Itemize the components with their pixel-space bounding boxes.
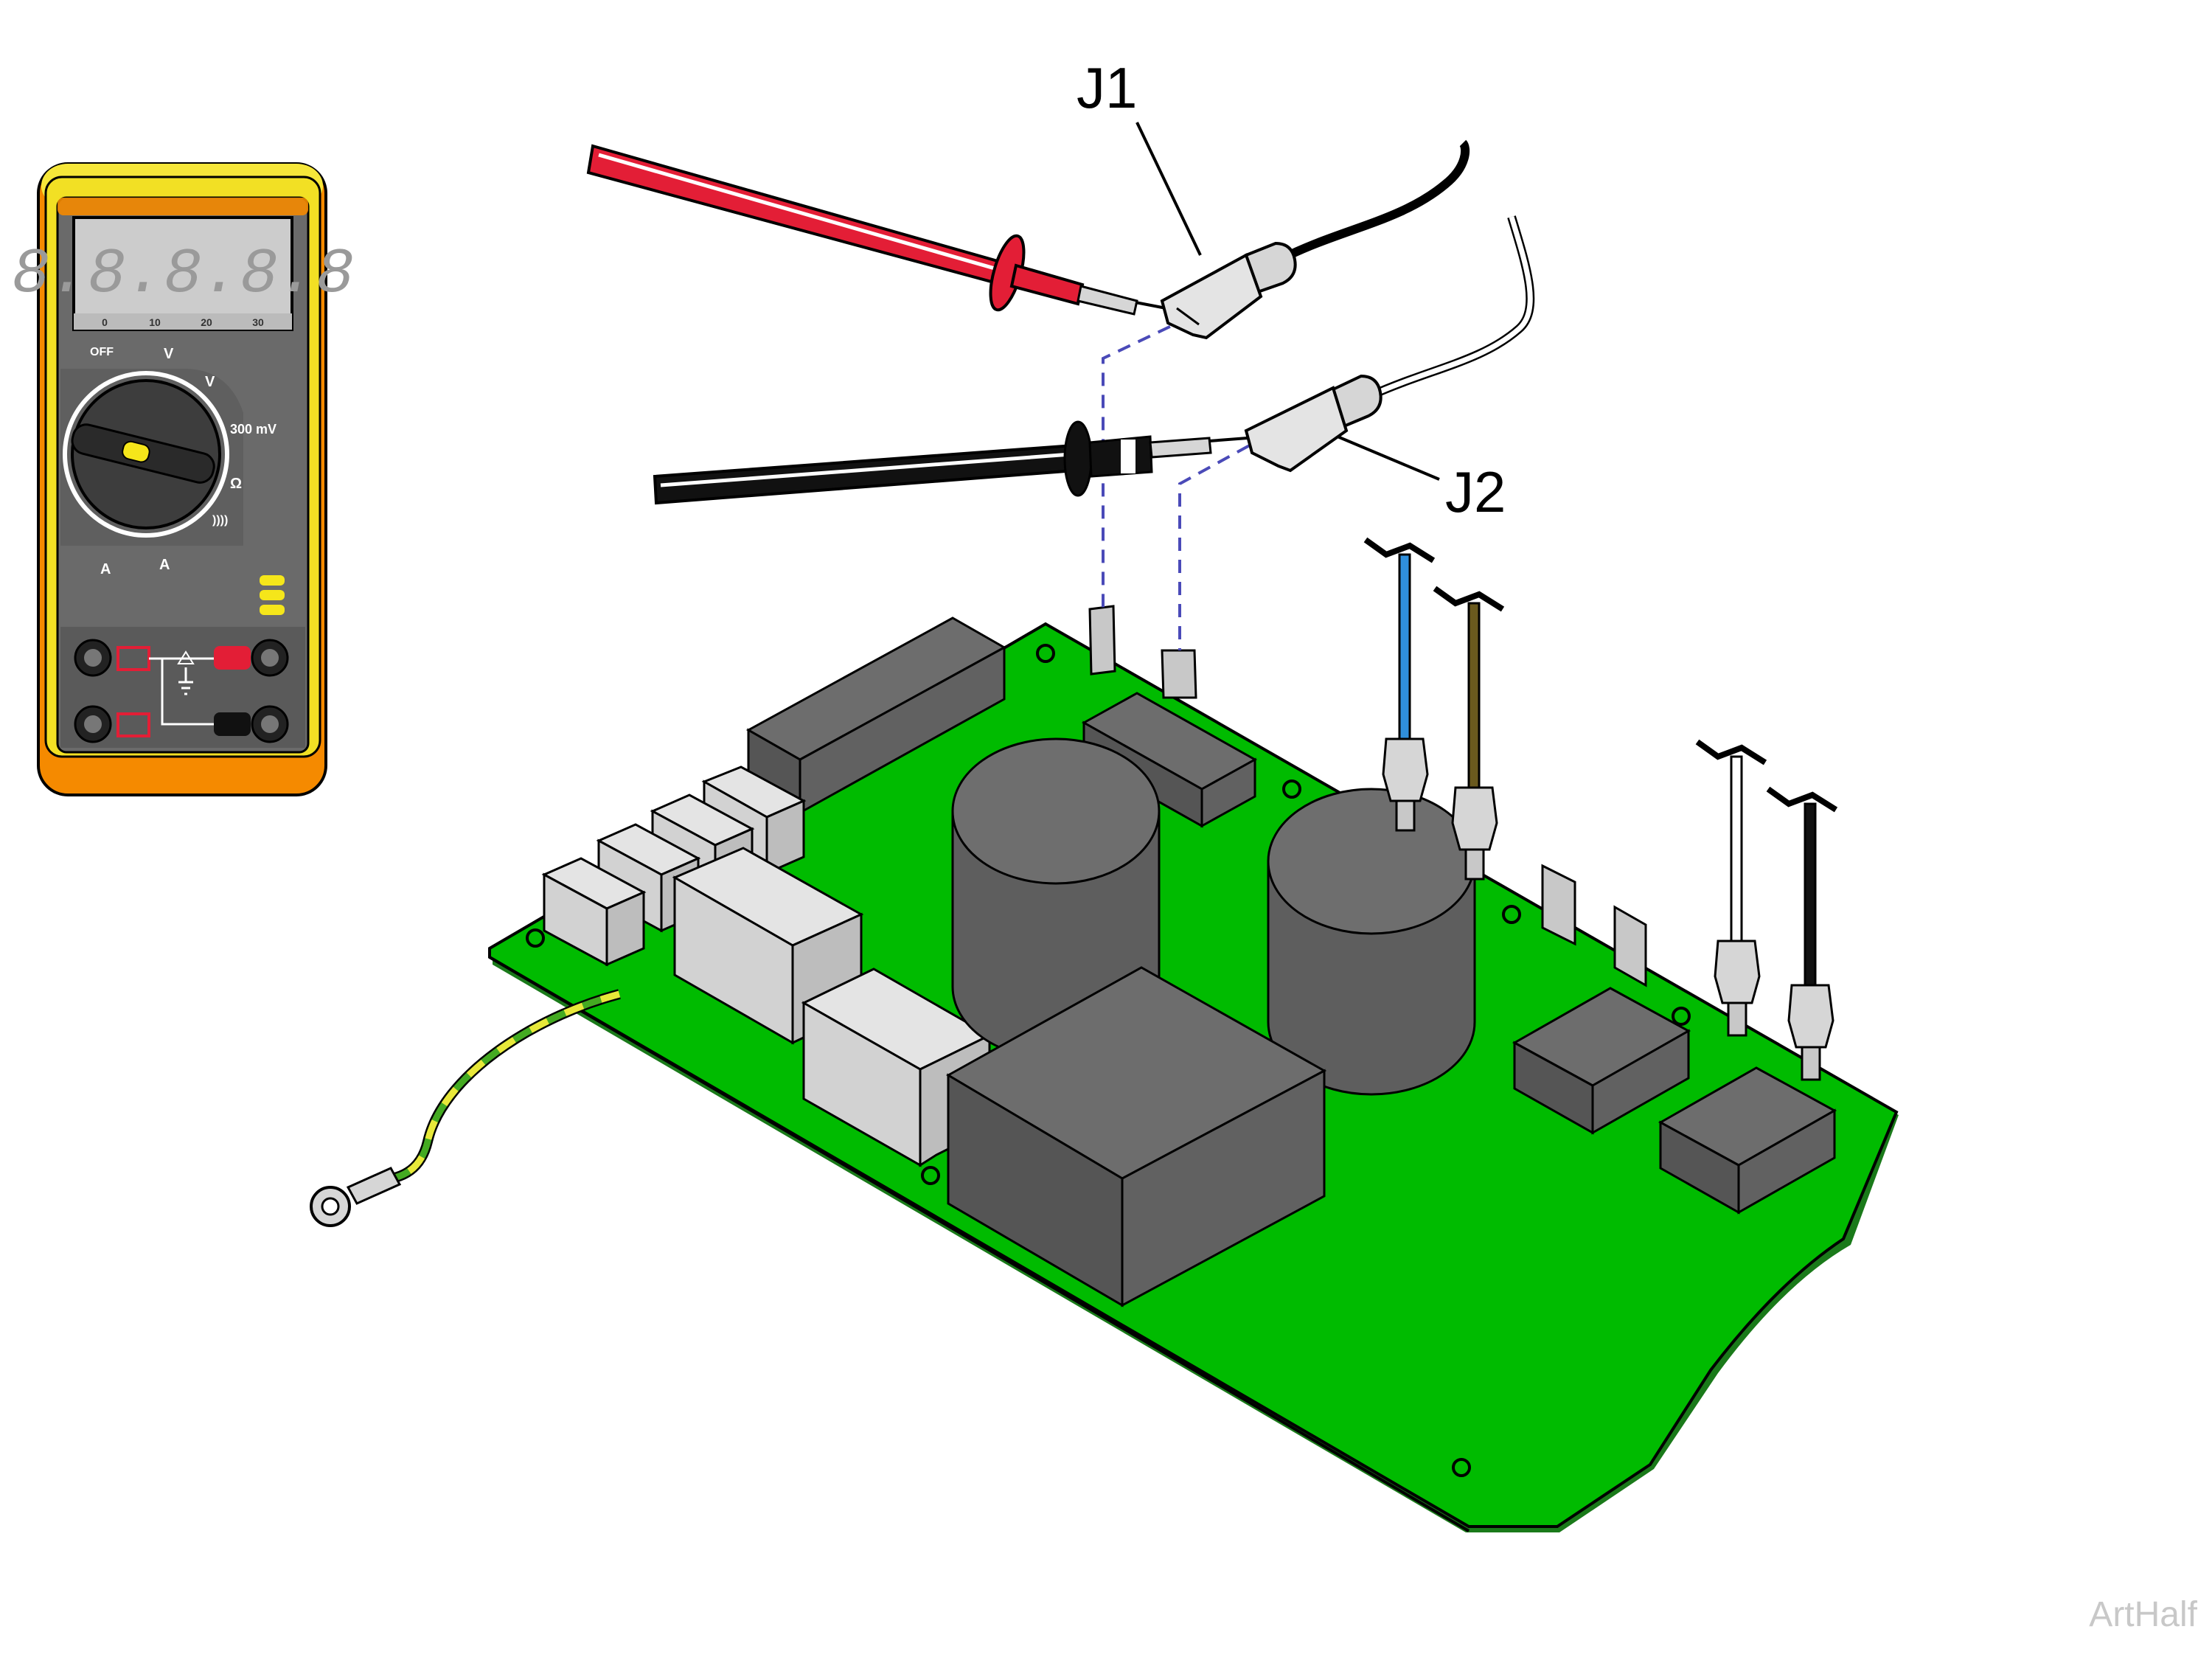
watermark: ArtHalf	[2089, 1595, 2197, 1634]
brown-wire	[1433, 586, 1505, 881]
ground-symbol-icon	[178, 667, 193, 695]
board-tab	[1541, 864, 1647, 987]
capacitor-left	[951, 737, 1161, 1060]
mount-hole	[921, 1166, 940, 1185]
relay-right-2	[1658, 1066, 1837, 1215]
lcd-screen	[72, 216, 293, 331]
scale-10: 10	[149, 316, 161, 328]
callout-j1-label: J1	[1077, 55, 1137, 120]
dial-vdc-label: V	[205, 374, 215, 390]
scale-0: 0	[102, 316, 108, 328]
black-lead-plug	[214, 712, 251, 736]
ground-wire	[310, 989, 621, 1227]
capacitor-right	[1267, 788, 1476, 1096]
lcd-readout: 8.8.8.8.8	[12, 238, 354, 310]
red-test-probe[interactable]	[586, 144, 1175, 316]
mount-hole	[1672, 1007, 1691, 1026]
relay-right-1	[1512, 987, 1691, 1135]
dial-aac-label: A	[159, 557, 170, 573]
dial-off-label: OFF	[90, 346, 114, 358]
dial-vac-label: V	[164, 346, 174, 362]
guide-lines	[1102, 316, 1269, 650]
black-test-probe[interactable]	[653, 420, 1248, 505]
red-lead-plug	[214, 646, 251, 670]
jack-bottom-right[interactable]	[251, 705, 289, 743]
blue-wire	[1363, 537, 1436, 832]
scale-20: 20	[201, 316, 212, 328]
mount-hole	[1502, 905, 1521, 924]
black-wire	[1766, 786, 1838, 1081]
mount-hole	[1452, 1458, 1471, 1477]
white-wire	[1695, 739, 1767, 1037]
dial-cont-label: ))))	[212, 514, 228, 527]
callout-j1: J1	[1077, 55, 1202, 256]
dial-ohm-label: Ω	[230, 476, 242, 492]
connector-j1[interactable]	[1160, 139, 1470, 340]
dial-knob[interactable]	[63, 371, 229, 538]
multimeter: 8.8.8.8.8 0 10 20 30 OFF V V 300 mV Ω ))…	[12, 162, 354, 796]
callout-j2-label: J2	[1445, 459, 1506, 524]
mount-hole	[526, 928, 545, 948]
jack-top-right[interactable]	[251, 639, 289, 677]
circuit-board	[310, 537, 1899, 1532]
jack-top-left[interactable]	[74, 639, 112, 677]
callout-j2: J2	[1337, 435, 1506, 524]
board-terminal-j1[interactable]	[1088, 605, 1116, 676]
mount-hole	[1036, 644, 1055, 663]
transformer	[945, 966, 1327, 1307]
mount-hole	[1282, 779, 1301, 799]
dial-mv-label: 300 mV	[230, 422, 276, 437]
connector-j2[interactable]	[1244, 215, 1535, 473]
dial-adc-label: A	[100, 561, 111, 577]
board-terminal-j2[interactable]	[1161, 649, 1197, 699]
jack-bottom-left[interactable]	[74, 705, 112, 743]
scale-30: 30	[252, 316, 264, 328]
dial-pointer-icon	[122, 440, 150, 463]
